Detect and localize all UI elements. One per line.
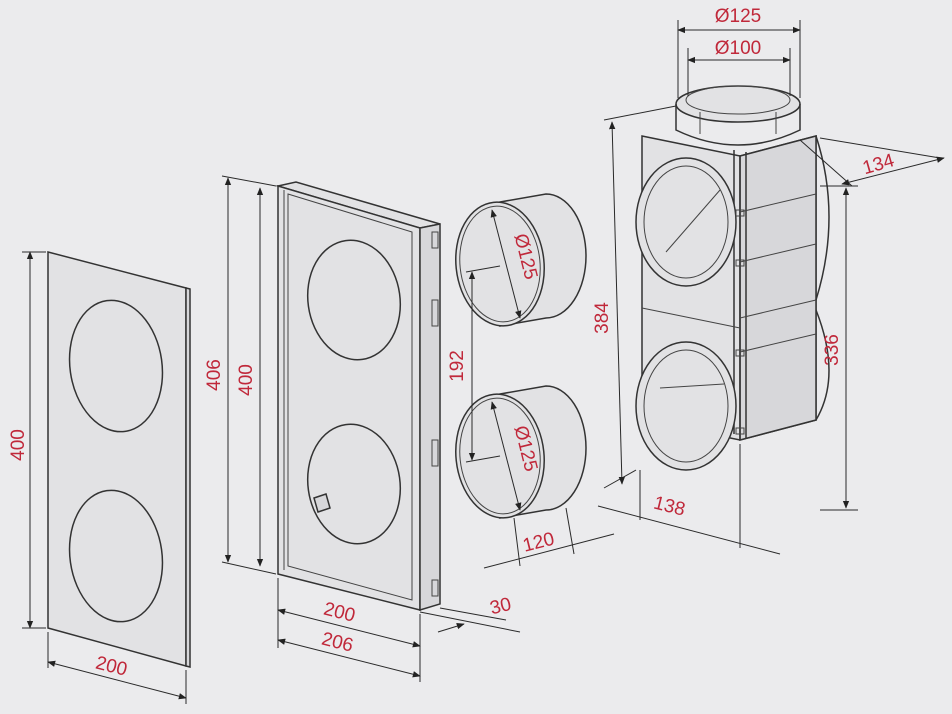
box-body-height-dimension: 336: [820, 185, 858, 511]
ring-spacing-dimension: 192: [447, 265, 501, 463]
box-body-height-label: 336: [822, 334, 843, 366]
cover-plate-lower-opening: [68, 489, 164, 623]
box-base-depth-label: 138: [651, 493, 687, 521]
distribution-box: [635, 85, 830, 471]
frame-lower-opening: [306, 423, 402, 545]
box-total-height-dimension: 384: [592, 105, 677, 489]
box-collar-diameter-dimensions: Ø125 Ø100: [677, 6, 801, 98]
frame-outer-width-label: 206: [319, 629, 355, 657]
cover-plate-upper-opening: [68, 299, 164, 433]
box-top-depth-label: 134: [860, 150, 897, 179]
mounting-frame: [275, 181, 441, 612]
box-top-depth-dimension: 134: [799, 137, 945, 187]
frame-depth-dimension: 30: [419, 594, 521, 633]
frame-outer-height-dimension: 406: [204, 175, 277, 575]
ring-spacing-label: 192: [447, 350, 468, 382]
frame-upper-opening: [306, 239, 402, 361]
ring-depth-label: 120: [521, 529, 557, 557]
frame-outer-height-label: 406: [204, 359, 225, 391]
cover-plate-height-label: 400: [8, 429, 29, 461]
cover-plate-height-dimension: 400: [8, 251, 46, 629]
box-inner-collar-label: Ø100: [715, 38, 761, 59]
cover-plate-width-label: 200: [93, 653, 129, 681]
cover-plate: [47, 251, 191, 668]
frame-inner-height-dimension: 400: [236, 187, 264, 567]
frame-depth-label: 30: [488, 594, 514, 619]
box-total-height-label: 384: [592, 302, 613, 334]
frame-inner-height-label: 400: [236, 364, 257, 396]
box-outer-collar-label: Ø125: [715, 6, 761, 27]
